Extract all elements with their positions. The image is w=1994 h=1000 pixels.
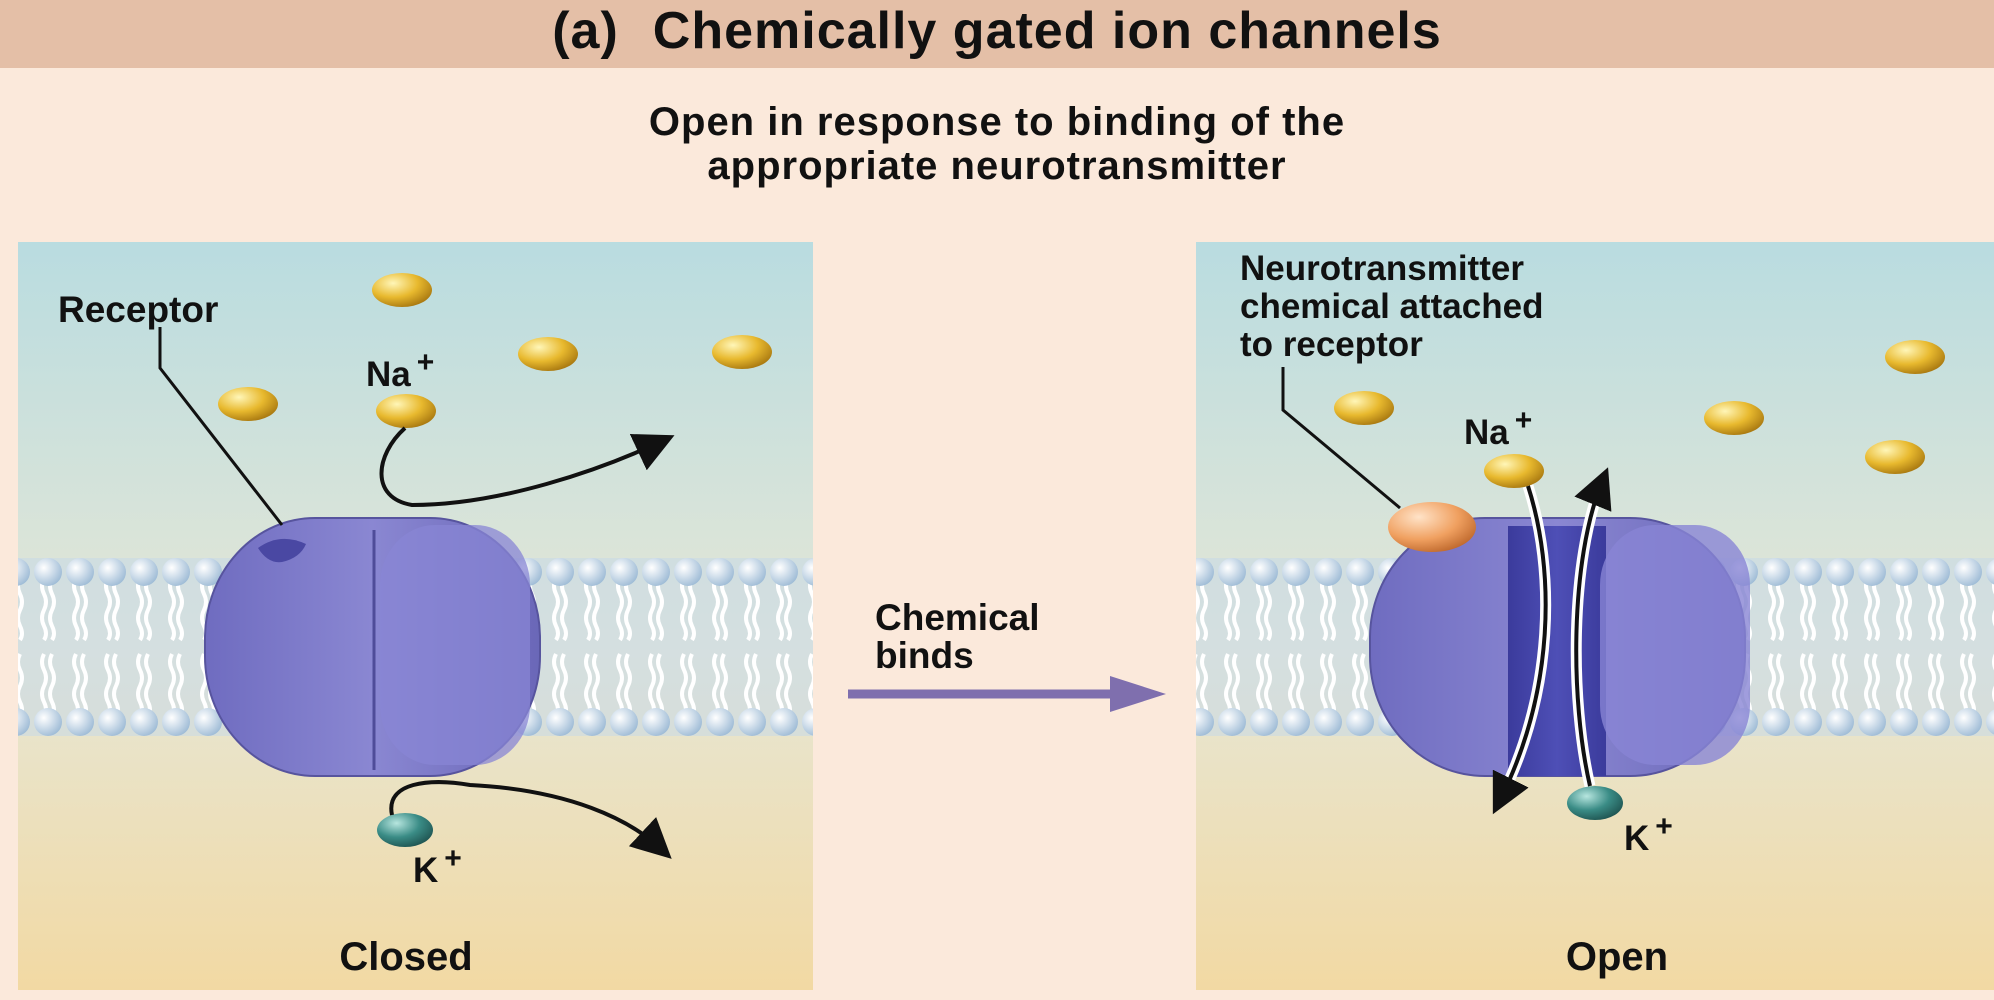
closed-state-label: Closed — [339, 935, 472, 979]
open-sodium-ions — [1334, 340, 1945, 488]
sodium-ion — [1885, 340, 1945, 374]
open-potassium-outflow-arrow — [1574, 467, 1612, 787]
subtitle-line-2: appropriate neurotransmitter — [707, 144, 1287, 188]
closed-potassium-deflect-arrow — [389, 780, 672, 859]
open-sodium-label: Na+ — [1464, 404, 1532, 452]
sodium-ion — [1334, 391, 1394, 425]
closed-channel-protein — [204, 517, 541, 777]
neurotransmitter-label-line-2: chemical attached — [1240, 287, 1543, 326]
page-title: (a) Chemically gated ion channels — [0, 0, 1994, 68]
open-channel-protein — [1369, 517, 1750, 777]
sodium-ion — [518, 337, 578, 371]
sodium-ion — [1704, 401, 1764, 435]
open-panel: Neurotransmitter chemical attached to re… — [1196, 242, 1994, 990]
transition-label-line-1: Chemical — [875, 597, 1040, 638]
closed-sodium-deflect-arrow — [379, 426, 675, 508]
transition: Chemical binds — [848, 597, 1166, 712]
subtitle-line-1: Open in response to binding of the — [648, 100, 1346, 144]
neurotransmitter-label-line-3: to receptor — [1240, 325, 1423, 364]
title-banner — [0, 0, 1994, 68]
closed-panel: Receptor Na+ K+ Closed — [18, 242, 813, 990]
open-potassium-ion — [1567, 786, 1623, 820]
sodium-ion — [1865, 440, 1925, 474]
neurotransmitter-leader-line — [1281, 367, 1401, 510]
sodium-ion — [1484, 454, 1544, 488]
closed-potassium-ion — [377, 813, 433, 847]
panel-tag: (a) — [552, 2, 619, 60]
closed-sodium-ions — [218, 273, 772, 428]
transition-arrow-head — [1110, 676, 1166, 712]
transition-label-line-2: binds — [875, 635, 974, 676]
open-potassium-label: K+ — [1624, 810, 1673, 858]
sodium-ion — [376, 394, 436, 428]
neurotransmitter-label-line-1: Neurotransmitter — [1240, 249, 1524, 288]
open-sodium-inflow-arrow — [1492, 485, 1548, 815]
closed-sodium-label: Na+ — [366, 346, 434, 394]
sodium-ion — [712, 335, 772, 369]
neurotransmitter-molecule — [1388, 502, 1476, 552]
subtitle: Open in response to binding of the appro… — [0, 100, 1994, 188]
receptor-leader-line — [158, 327, 284, 526]
title-text: Chemically gated ion channels — [652, 2, 1442, 60]
sodium-ion — [218, 387, 278, 421]
closed-potassium-label: K+ — [413, 842, 462, 890]
sodium-ion — [372, 273, 432, 307]
receptor-label: Receptor — [58, 289, 218, 330]
open-state-label: Open — [1566, 935, 1668, 979]
